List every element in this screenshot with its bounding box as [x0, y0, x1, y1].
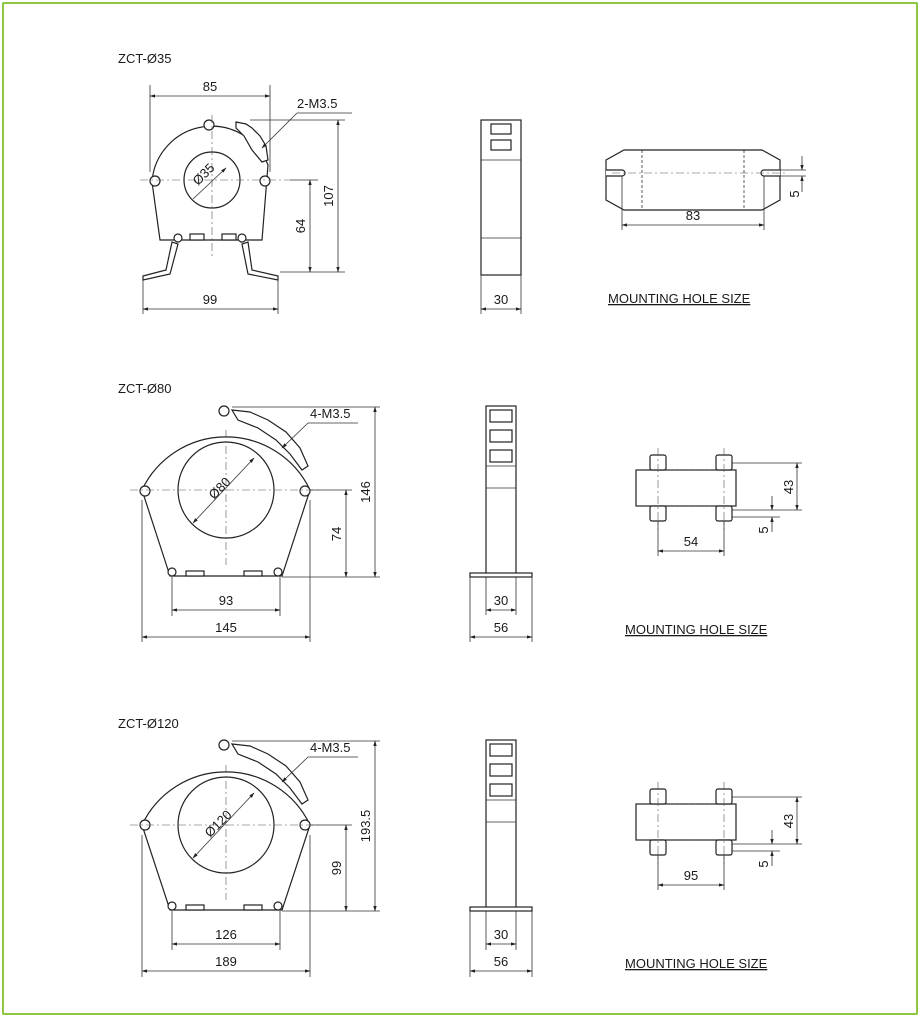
overall-height: 107 — [321, 185, 336, 207]
mounting-hole-view: 5 83 MOUNTING HOLE SIZE — [605, 149, 806, 306]
slot-width: 5 — [787, 190, 802, 197]
depth: 30 — [494, 927, 508, 942]
model-zct-80: ZCT-Ø80 Ø80 4-M3.5 146 74 — [118, 381, 802, 642]
slot-width: 5 — [756, 860, 771, 867]
front-view: Ø80 4-M3.5 146 74 93 145 — [130, 405, 380, 642]
slot-width: 5 — [756, 526, 771, 533]
front-view: Ø120 4-M3.5 193.5 99 126 189 — [130, 739, 380, 977]
side-view: 30 56 — [469, 405, 533, 642]
base-width: 145 — [215, 620, 237, 635]
mounting-caption: MOUNTING HOLE SIZE — [625, 956, 768, 971]
screw-spec: 4-M3.5 — [310, 406, 350, 421]
model-zct-35: ZCT-Ø35 Ø35 85 2-M3.5 — [118, 51, 806, 314]
mounting-hole-view: 43 5 54 MOUNTING HOLE SIZE — [625, 448, 802, 637]
depth: 30 — [494, 593, 508, 608]
hole-spacing: 83 — [686, 208, 700, 223]
hole-spacing: 54 — [684, 534, 698, 549]
base-depth: 56 — [494, 954, 508, 969]
base-depth: 56 — [494, 620, 508, 635]
depth: 30 — [494, 292, 508, 307]
side-view: 30 — [480, 119, 522, 314]
model-title: ZCT-Ø35 — [118, 51, 171, 66]
hole-spacing: 95 — [684, 868, 698, 883]
center-height: 64 — [293, 219, 308, 233]
model-title: ZCT-Ø80 — [118, 381, 171, 396]
front-view: Ø35 85 2-M3.5 107 64 99 — [140, 79, 352, 314]
mount-height: 43 — [781, 480, 796, 494]
mount-height: 43 — [781, 814, 796, 828]
mounting-caption: MOUNTING HOLE SIZE — [608, 291, 751, 306]
base-width: 189 — [215, 954, 237, 969]
inner-width: 126 — [215, 927, 237, 942]
side-view: 30 56 — [469, 739, 533, 977]
overall-height: 146 — [358, 481, 373, 503]
top-width: 85 — [203, 79, 217, 94]
mounting-caption: MOUNTING HOLE SIZE — [625, 622, 768, 637]
center-height: 74 — [329, 527, 344, 541]
screw-spec: 4-M3.5 — [310, 740, 350, 755]
base-width: 99 — [203, 292, 217, 307]
overall-height: 193.5 — [358, 810, 373, 843]
inner-width: 93 — [219, 593, 233, 608]
model-zct-120: ZCT-Ø120 Ø120 4-M3.5 193.5 99 — [118, 716, 802, 977]
center-height: 99 — [329, 861, 344, 875]
model-title: ZCT-Ø120 — [118, 716, 179, 731]
mounting-hole-view: 43 5 95 MOUNTING HOLE SIZE — [625, 782, 802, 971]
screw-spec: 2-M3.5 — [297, 96, 337, 111]
